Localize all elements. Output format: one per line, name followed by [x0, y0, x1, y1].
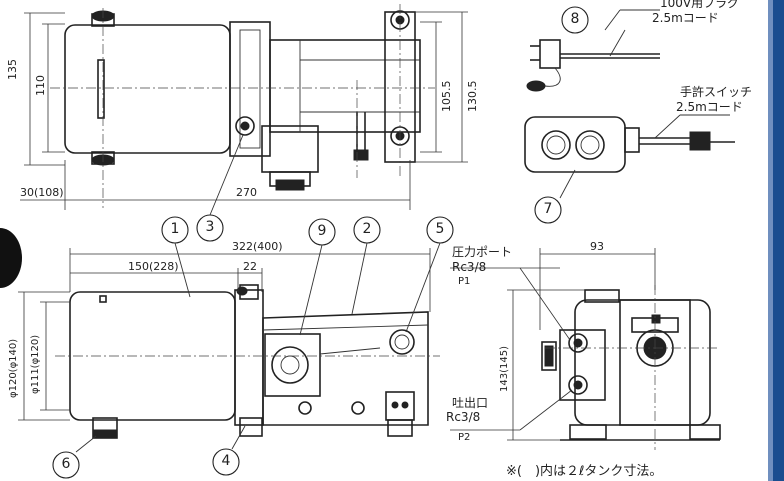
- switch-label-2: 2.5mコード: [676, 100, 743, 114]
- callout-2: 2: [362, 221, 372, 237]
- callout-4: 4: [221, 453, 231, 469]
- front-view: [18, 248, 440, 439]
- plug-drawing: [526, 9, 660, 92]
- callouts: [52, 6, 589, 479]
- dim-105-5: 105.5: [440, 80, 453, 113]
- top-view: [20, 4, 468, 210]
- footnote: ※( )内は２ℓタンク寸法。: [506, 464, 663, 479]
- dim-270: 270: [236, 186, 257, 199]
- dim-143: 143(145): [499, 346, 510, 392]
- dim-322: 322(400): [232, 240, 283, 253]
- edge-mark: [0, 228, 22, 288]
- dim-30: 30(108): [20, 186, 64, 199]
- callout-3: 3: [205, 219, 215, 235]
- callout-9: 9: [317, 223, 327, 239]
- switch-label-1: 手許スイッチ: [680, 85, 753, 99]
- discharge-rc-label: Rc3/8: [446, 410, 481, 424]
- dim-phi120: φ120(φ140): [8, 338, 19, 398]
- callout-7: 7: [543, 201, 553, 217]
- callout-5: 5: [435, 221, 445, 237]
- dim-93: 93: [590, 240, 604, 253]
- plug-label-2: 2.5mコード: [652, 11, 719, 25]
- switch-drawing: [524, 114, 735, 199]
- side-view: [450, 248, 721, 450]
- plug-label-1: 100V用プラグ: [660, 0, 740, 10]
- dim-110: 110: [34, 75, 47, 96]
- callout-6: 6: [61, 456, 71, 472]
- frame-border-inner: [768, 0, 773, 481]
- p2-label: P2: [458, 432, 471, 443]
- dim-22: 22: [243, 260, 257, 273]
- dim-135: 135: [6, 59, 19, 80]
- dim-150: 150(228): [128, 260, 179, 273]
- pressure-rc-label: Rc3/8: [452, 260, 487, 274]
- callout-1: 1: [170, 221, 180, 237]
- callout-8: 8: [570, 11, 580, 27]
- discharge-port-label: 吐出口: [452, 396, 489, 410]
- frame-border: [773, 0, 784, 481]
- top-motor-slot: [97, 59, 105, 119]
- dim-phi111: φ111(φ120): [30, 334, 41, 394]
- pressure-port-label: 圧力ポート: [452, 245, 513, 259]
- dim-130-5: 130.5: [466, 80, 479, 113]
- p1-label: P1: [458, 276, 471, 287]
